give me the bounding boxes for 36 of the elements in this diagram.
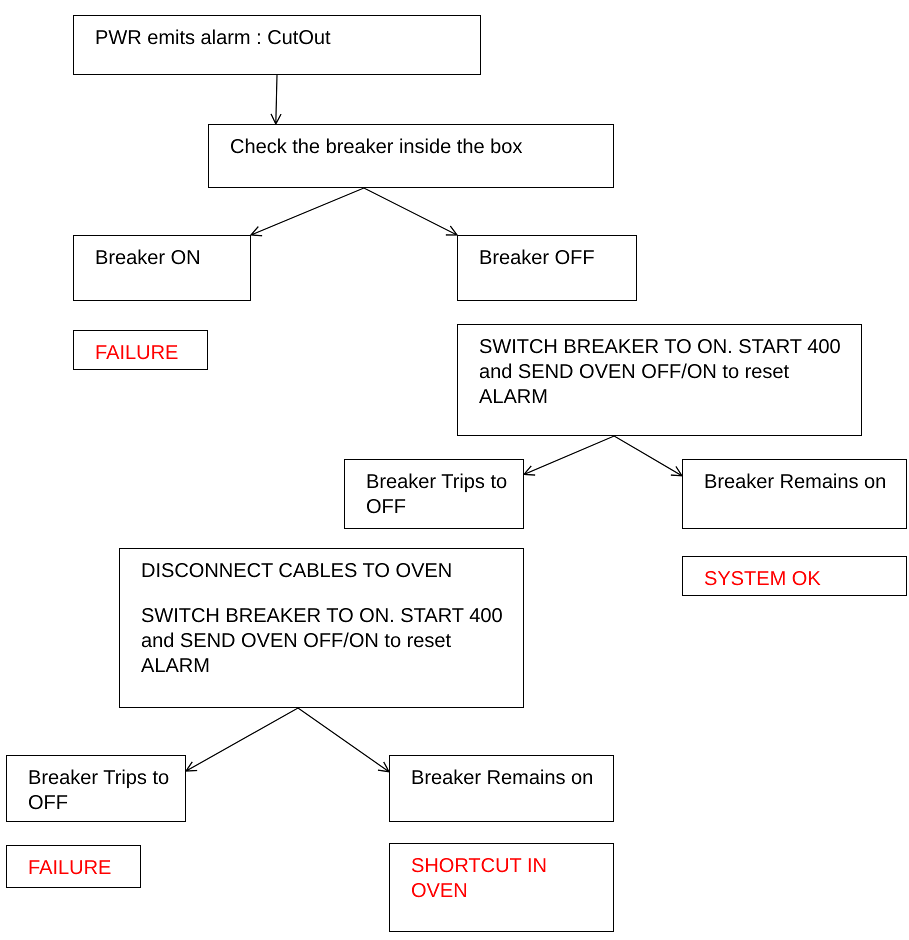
node-text: Breaker Remains on [411,766,594,791]
node-text: Check the breaker inside the box [230,135,524,160]
status-box [344,459,524,529]
status-box [6,755,186,822]
arrow [270,74,282,125]
instruction-box [119,548,524,708]
node-text: DISCONNECT CABLES TO OVEN [141,559,454,584]
result-text: SHORTCUT IN OVEN [411,854,548,904]
status-box [682,459,907,529]
node-text: Breaker Remains on [704,470,888,495]
status-box [73,235,251,301]
arrow [298,708,390,772]
process-box [208,124,614,188]
node-text: Breaker OFF [479,246,596,271]
result-box [682,556,907,596]
result-text: FAILURE [28,856,112,881]
node-text: PWR emits alarm : CutOut [95,26,332,51]
node-text: Breaker Trips to OFF [28,766,170,816]
arrow [614,435,683,476]
arrow [250,187,364,236]
node-text: Breaker Trips to OFF [366,470,508,520]
instruction-box [457,324,862,436]
arrow [523,435,614,476]
node-text: SWITCH BREAKER TO ON. START 400 and SEND OVEN OFF/ON to reset ALARM [141,604,504,679]
arrow [364,187,458,236]
node-text: SWITCH BREAKER TO ON. START 400 and SEND OVEN OFF/ON to reset ALARM [479,335,842,410]
result-box [6,845,141,888]
process-box [73,15,481,75]
arrow [185,707,298,772]
status-box [457,235,637,301]
result-text: SYSTEM OK [704,567,822,592]
result-text: FAILURE [95,341,180,366]
result-box [73,330,208,370]
status-box [389,755,614,822]
result-box [389,843,614,932]
node-text: Breaker ON [95,246,202,271]
